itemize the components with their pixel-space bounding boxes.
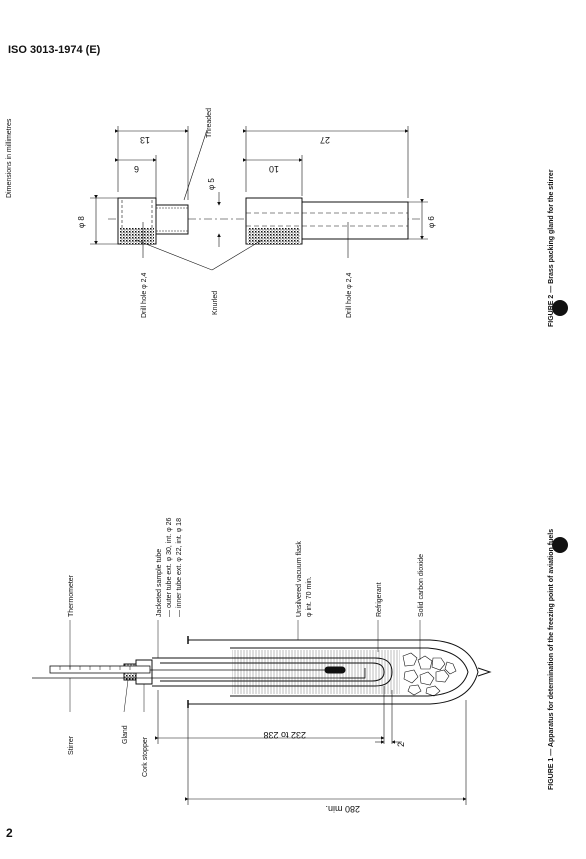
dim-2-label: 2 [396,742,406,747]
thermometer-label: Thermometer [68,574,75,617]
punch-hole-mark [552,537,568,553]
dia-8-label: φ 8 [77,216,86,228]
dim-13-label: 13 [140,135,150,145]
flask-label-2: φ int. 70 min. [306,576,313,617]
jacket-label-3: — inner tube ext. φ 22, int. φ 18 [176,518,183,617]
figure2-labels: 13 6 27 10 φ 8 φ 5 φ 6 Threaded Knurled … [77,108,436,318]
flask-label-1: Unsilvered vacuum flask [296,541,303,617]
drill-hole-right-label: Drill hole φ 2,4 [346,273,353,318]
threaded-label: Threaded [206,108,213,138]
stirrer-label: Stirrer [68,735,75,755]
refrigerant-label: Refrigerant [376,582,383,617]
dia-6-label: φ 6 [427,216,436,228]
co2-label: Solid carbon dioxide [418,554,425,617]
dim-10-label: 10 [269,164,279,174]
drill-hole-left-label: Drill hole φ 2,4 [141,273,148,318]
dim-232-238-label: 232 to 238 [263,730,306,740]
dim-280-label: 280 min. [325,804,360,814]
jacket-label-1: Jacketed sample tube [156,549,163,617]
figure2-gland-drawing [90,126,428,271]
dim-27-label: 27 [320,135,330,145]
figure1-labels: Stirrer Gland Cork stopper Thermometer J… [68,518,425,814]
standard-header: ISO 3013-1974 (E) [8,44,101,56]
figure1-apparatus-drawing [32,620,492,805]
punch-hole-mark [552,300,568,316]
cork-stopper-label: Cork stopper [142,736,149,777]
gland-label: Gland [122,725,129,744]
jacket-label-2: — outer tube ext. φ 30, int. φ 26 [166,518,173,617]
page-number: 2 [6,826,13,840]
dim-6-label: 6 [134,164,139,174]
knurled-label: Knurled [212,291,219,315]
dia-5-label: φ 5 [207,178,216,190]
